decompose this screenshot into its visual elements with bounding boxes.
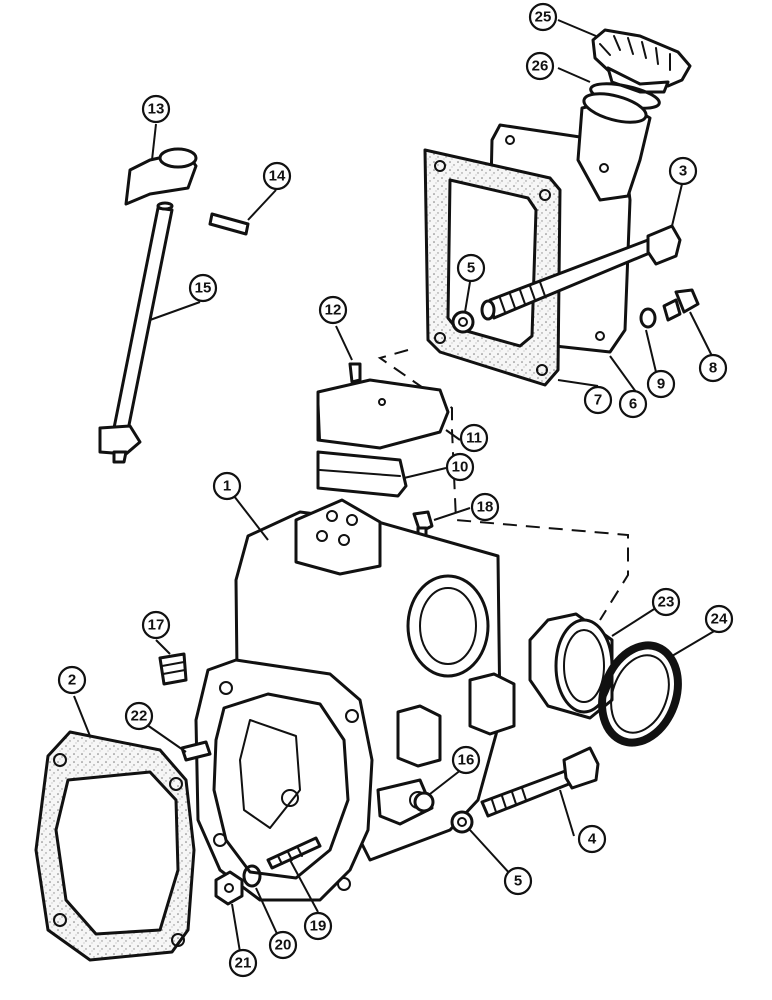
svg-text:19: 19: [310, 918, 327, 935]
svg-text:6: 6: [629, 396, 637, 413]
svg-text:7: 7: [594, 392, 602, 409]
svg-text:17: 17: [148, 617, 165, 634]
callout-15: 15: [188, 273, 218, 303]
svg-text:9: 9: [657, 376, 665, 393]
callout-2: 2: [57, 665, 87, 695]
callout-18: 18: [470, 492, 500, 522]
callout-6: 6: [618, 389, 648, 419]
svg-text:16: 16: [458, 752, 475, 769]
svg-text:24: 24: [711, 611, 728, 628]
part-star-washer-bottom: [450, 810, 474, 834]
callout-16: 16: [451, 745, 481, 775]
callout-10: 10: [445, 452, 475, 482]
svg-text:26: 26: [532, 58, 549, 75]
svg-text:4: 4: [588, 831, 597, 848]
callout-4: 4: [577, 824, 607, 854]
callout-14: 14: [262, 161, 292, 191]
part-bushing-23: [528, 612, 614, 720]
callout-5-top: 5: [456, 253, 486, 283]
part-lever-13: [124, 147, 198, 206]
svg-text:5: 5: [514, 873, 522, 890]
svg-text:3: 3: [679, 163, 687, 180]
svg-text:23: 23: [658, 594, 675, 611]
callout-5-bottom: 5: [503, 866, 533, 896]
svg-text:15: 15: [195, 280, 212, 297]
callout-23: 23: [651, 587, 681, 617]
part-gasket-2: [34, 730, 196, 962]
svg-text:20: 20: [275, 937, 292, 954]
part-gasket-7: [423, 148, 562, 387]
callout-17: 17: [141, 610, 171, 640]
callout-21: 21: [228, 948, 258, 978]
part-pad-10: [316, 450, 408, 498]
svg-text:14: 14: [269, 168, 286, 185]
callout-25: 25: [528, 2, 558, 32]
part-plug-16: [413, 791, 435, 813]
part-nut-21: [214, 870, 244, 906]
part-screw-12: [348, 362, 362, 384]
part-long-bolt-3: [480, 224, 682, 321]
callout-13: 13: [141, 94, 171, 124]
part-plug-17: [158, 652, 188, 686]
part-seal-24: [598, 641, 682, 747]
svg-text:5: 5: [467, 260, 475, 277]
svg-text:12: 12: [325, 302, 342, 319]
callout-19: 19: [303, 911, 333, 941]
part-washer-20: [242, 864, 262, 888]
svg-text:25: 25: [535, 9, 552, 26]
svg-text:21: 21: [235, 955, 252, 972]
part-filler-cap: [591, 28, 692, 94]
part-pad-11: [316, 378, 450, 450]
callout-20: 20: [268, 930, 298, 960]
svg-text:10: 10: [452, 459, 469, 476]
svg-text:2: 2: [68, 672, 76, 689]
svg-text:18: 18: [477, 499, 494, 516]
svg-text:13: 13: [148, 101, 165, 118]
svg-text:1: 1: [223, 478, 231, 495]
callout-22: 22: [124, 701, 154, 731]
callout-3: 3: [668, 156, 698, 186]
svg-text:8: 8: [709, 360, 717, 377]
callout-24: 24: [704, 604, 734, 634]
callout-11: 11: [459, 423, 489, 453]
part-shaft-15: [98, 201, 174, 464]
callout-1: 1: [212, 471, 242, 501]
part-stud-19: [266, 836, 322, 870]
callout-12: 12: [318, 295, 348, 325]
part-pin-14: [208, 212, 250, 236]
part-bolt-4: [480, 746, 600, 818]
svg-text:22: 22: [131, 708, 148, 725]
callout-7: 7: [583, 385, 613, 415]
svg-text:11: 11: [466, 430, 482, 447]
part-dowel-22: [180, 740, 212, 762]
callout-9: 9: [646, 369, 676, 399]
part-star-washer-top: [451, 310, 475, 334]
callout-8: 8: [698, 353, 728, 383]
callout-26: 26: [525, 51, 555, 81]
part-housing-1: [194, 498, 516, 902]
part-washer-9: [639, 307, 657, 329]
part-screw-8: [662, 288, 700, 322]
